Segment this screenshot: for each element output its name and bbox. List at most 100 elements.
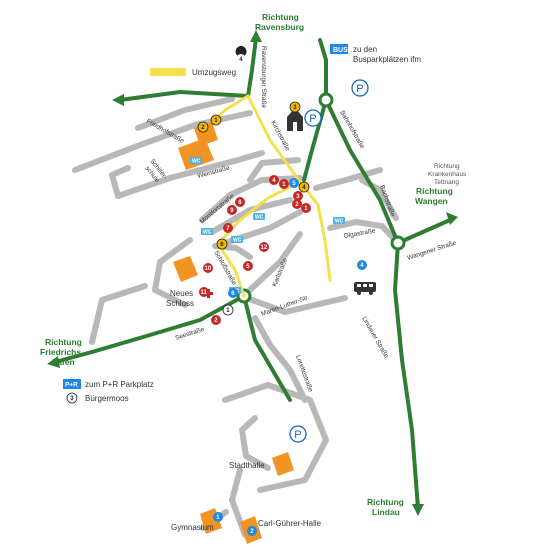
- parking-icon: P: [289, 425, 307, 443]
- wc-icon: [253, 213, 265, 220]
- map-pin[interactable]: 8: [235, 197, 245, 207]
- map-pin[interactable]: 2: [247, 526, 257, 536]
- route-east-loop: [298, 180, 332, 282]
- route-north: [246, 94, 302, 184]
- building-neues-schloss: [173, 256, 198, 282]
- direction-north-line1: Richtung: [262, 12, 299, 22]
- pin-number: 5: [292, 181, 296, 187]
- map-pin[interactable]: 4: [298, 181, 310, 193]
- direction-west-line1: Richtung: [45, 337, 82, 347]
- direction-hospital-line3: Tettnang: [434, 179, 459, 186]
- direction-south-line2: Lindau: [372, 507, 400, 517]
- place-carl-guehrer: Carl-Gührer-Halle: [258, 519, 322, 528]
- building-schillerschule: [178, 138, 214, 170]
- direction-north-line2: Ravensburg: [255, 22, 304, 32]
- pin-number: 11: [201, 290, 208, 296]
- street-wein-upper: [72, 110, 253, 173]
- main-roads: [53, 36, 452, 510]
- pin-number: 7: [226, 226, 230, 232]
- map-pin[interactable]: 1: [279, 179, 289, 189]
- direction-south-line1: Richtung: [367, 497, 404, 507]
- pin-number: 1: [226, 308, 230, 314]
- street-wein: [115, 150, 265, 199]
- building-stadthalle: [272, 452, 294, 476]
- pin-number: 6: [220, 242, 224, 248]
- map-pin[interactable]: 2: [292, 199, 302, 209]
- map-pin[interactable]: 11: [199, 287, 209, 297]
- pin-number: 1: [304, 206, 308, 212]
- map-pin[interactable]: 4: [235, 46, 247, 69]
- street-friedhof: [135, 96, 235, 131]
- pin-number: 6: [231, 291, 235, 297]
- pin-number: 2: [201, 125, 205, 131]
- road-west-friedrichshafen: [53, 294, 246, 364]
- map-pin[interactable]: 4: [357, 260, 367, 270]
- road-south-lindau: [393, 241, 420, 510]
- map-pin[interactable]: 3: [293, 191, 303, 201]
- map-pin[interactable]: 10: [203, 263, 213, 273]
- map-pin[interactable]: 5: [289, 178, 299, 188]
- umzugsweg-swatch: [150, 68, 186, 76]
- pr-place: Bürgermoos: [85, 394, 129, 403]
- road-east-wangen: [396, 218, 452, 245]
- place-neues-schloss-line2: Schloss: [166, 299, 194, 308]
- road-west-friedhof: [118, 90, 250, 102]
- map-pin[interactable]: 12: [259, 242, 269, 252]
- road-north-bus: [318, 38, 328, 102]
- pin-number: 2: [295, 202, 299, 208]
- wc-label: WC: [203, 230, 212, 236]
- place-gymnasium: Gymnasium: [171, 523, 214, 532]
- umzugsweg-label: Umzugsweg: [192, 68, 236, 77]
- map-pin[interactable]: 1: [213, 512, 223, 522]
- street-label-karl: Karlstraße: [271, 257, 289, 288]
- street-olga: [327, 219, 401, 246]
- pr-pin: 3: [66, 392, 78, 404]
- parking-symbols: P P P: [289, 79, 369, 443]
- wc-icon: [231, 236, 243, 243]
- pin-number: 9: [230, 208, 234, 214]
- pin-number: 2: [250, 529, 254, 535]
- map-pin[interactable]: 7: [223, 223, 233, 233]
- wc-icon: [190, 157, 202, 164]
- arrow-southwest-icon: [47, 356, 60, 368]
- map-pin[interactable]: 1: [210, 114, 222, 126]
- street-label-lindauer: Lindauer Straße: [360, 316, 390, 360]
- bus-text-line2: Busparkplätzen ifm: [353, 55, 421, 64]
- bus-badge-label: BUS: [333, 47, 348, 54]
- map-pin[interactable]: 6: [216, 238, 228, 250]
- bus-icon: [354, 282, 376, 295]
- place-neues-schloss-line1: Neues: [170, 289, 193, 298]
- map-pin[interactable]: 3: [289, 101, 301, 113]
- parking-label: P: [356, 83, 363, 95]
- direction-east-line2: Wangen: [415, 196, 448, 206]
- street-labels: Ravensburger Straße Friedhofstraße Weins…: [143, 46, 457, 393]
- arrow-west-icon: [112, 94, 124, 106]
- wc-icon: [333, 217, 345, 224]
- map-pin[interactable]: 2: [197, 121, 209, 133]
- pin-number: 3: [70, 396, 74, 402]
- wc-label: WC: [335, 219, 344, 225]
- road-center-south: [242, 294, 292, 402]
- map-pin[interactable]: 6: [228, 288, 238, 298]
- pin-number: 3: [296, 194, 300, 200]
- place-labels: Neues Schloss Stadthalle Gymnasium Carl-…: [166, 289, 322, 532]
- pin-number: 4: [272, 178, 276, 184]
- roundabout-north: [318, 92, 334, 108]
- pin-number: 3: [293, 105, 297, 111]
- street-west-long: [89, 283, 148, 345]
- pr-badge-label: P+R: [65, 382, 78, 389]
- church-icon: [287, 108, 303, 131]
- map-pin[interactable]: 2: [211, 315, 221, 325]
- map-pin[interactable]: 1: [222, 304, 234, 316]
- map-pin[interactable]: 9: [227, 205, 237, 215]
- map-pin[interactable]: 5: [243, 261, 253, 271]
- arrow-east-icon: [446, 212, 458, 225]
- direction-west-line2: Friedrichs-: [40, 347, 84, 357]
- street-south-loop: [222, 382, 329, 493]
- direction-labels: Richtung Ravensburg Richtung Wangen Rich…: [40, 12, 467, 517]
- map-pin[interactable]: 4: [269, 175, 279, 185]
- pin-number: 10: [205, 266, 212, 272]
- map-pin[interactable]: 1: [301, 203, 311, 213]
- pin-number: 1: [216, 515, 220, 521]
- place-stadthalle: Stadthalle: [229, 461, 265, 470]
